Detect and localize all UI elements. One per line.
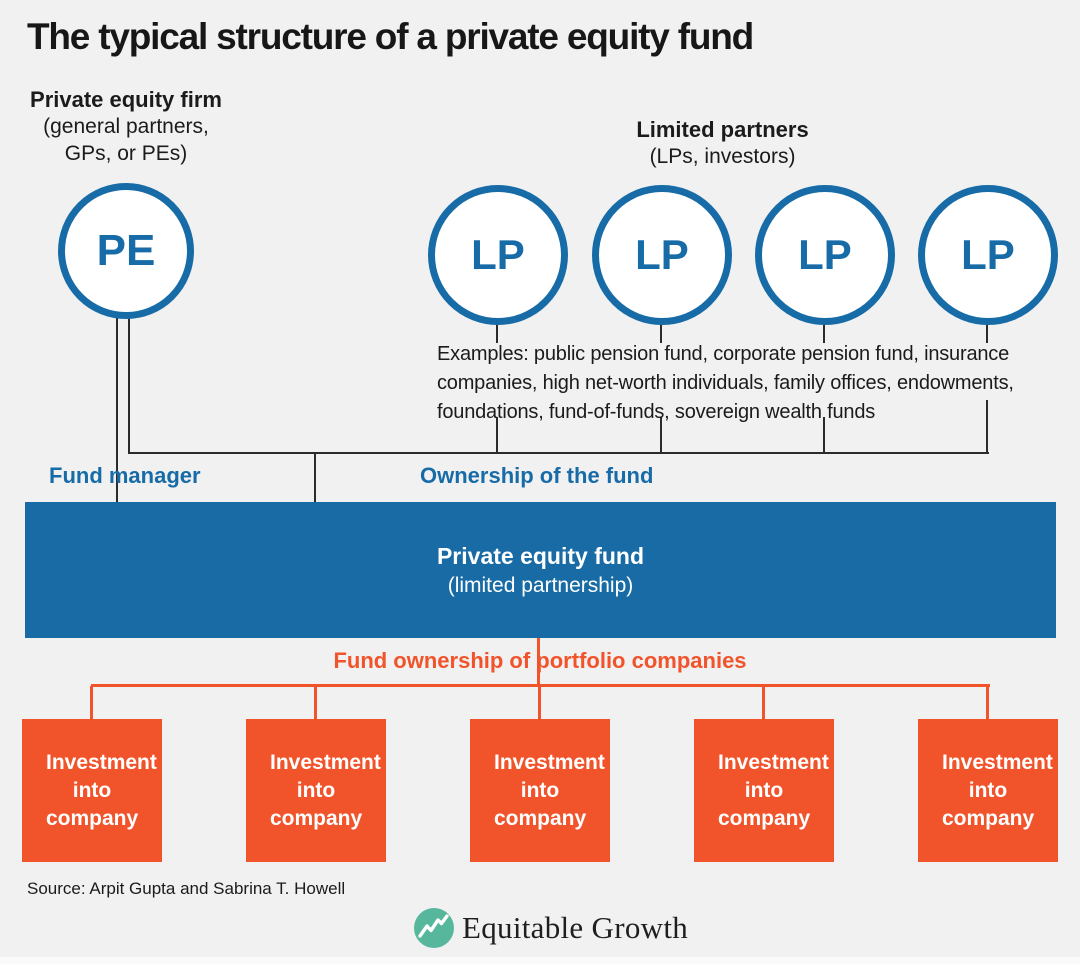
- pe-to-collector-line: [128, 318, 130, 454]
- pe-circle: PE: [58, 183, 194, 319]
- bottom-margin-strip: [0, 957, 1080, 964]
- collector-to-fundbox-line: [314, 452, 316, 502]
- lp-circle-4: LP: [918, 185, 1058, 325]
- page-title: The typical structure of a private equit…: [27, 16, 754, 57]
- source-credit: Source: Arpit Gupta and Sabrina T. Howel…: [27, 879, 346, 898]
- lp1-stub-line: [496, 320, 498, 343]
- inv1-drop-line: [90, 686, 93, 719]
- lp1-drop-line: [496, 417, 498, 454]
- investment-box-2: Investment into company: [246, 719, 386, 862]
- private-equity-fund-box: Private equity fund (limited partnership…: [25, 502, 1056, 638]
- lp-circle-3: LP: [755, 185, 895, 325]
- equitable-growth-logo: Equitable Growth: [414, 908, 688, 948]
- investment-box-label: Investment into company: [46, 750, 157, 830]
- pe-to-fundbox-line: [116, 318, 118, 504]
- investment-box-label: Investment into company: [942, 750, 1053, 830]
- lp-circle-label: LP: [798, 231, 852, 278]
- investment-box-label: Investment into company: [718, 750, 829, 830]
- investment-box-1: Investment into company: [22, 719, 162, 862]
- pe-heading-text: Private equity firm: [30, 87, 222, 112]
- lp-heading-text: Limited partners: [636, 117, 809, 142]
- inv2-drop-line: [314, 686, 317, 719]
- lp2-drop-line: [660, 417, 662, 454]
- lp3-drop-line: [823, 417, 825, 454]
- investment-box-3: Investment into company: [470, 719, 610, 862]
- lp3-stub-line: [823, 320, 825, 343]
- pe-circle-label: PE: [96, 226, 156, 275]
- investment-box-label: Investment into company: [494, 750, 605, 830]
- fund-ownership-portfolio-label: Fund ownership of portfolio companies: [333, 648, 747, 673]
- lp4-drop-line: [986, 400, 988, 454]
- ownership-collector-line: [128, 452, 989, 454]
- inv4-drop-line: [762, 686, 765, 719]
- lp-circle-1: LP: [428, 185, 568, 325]
- fund-box-title: Private equity fund: [436, 542, 645, 569]
- fundbox-to-portfolio-line: [537, 638, 540, 687]
- lp-circle-label: LP: [635, 231, 689, 278]
- investment-box-5: Investment into company: [918, 719, 1058, 862]
- fund-box-subtitle: (limited partnership): [447, 573, 634, 597]
- lp4-stub-line: [986, 320, 988, 343]
- lp2-stub-line: [660, 320, 662, 343]
- fund-manager-label: Fund manager: [49, 463, 201, 488]
- lp-circle-label: LP: [471, 231, 525, 278]
- pe-subheading-line2: GPs, or PEs): [64, 142, 188, 165]
- private-equity-firm-heading: Private equity firm (general partners, G…: [0, 86, 252, 167]
- line-chart-icon: [414, 908, 454, 948]
- logo-wordmark: Equitable Growth: [462, 910, 689, 945]
- lp-examples-text: Examples: public pension fund, corporate…: [437, 343, 1014, 423]
- limited-partners-heading: Limited partners (LPs, investors): [570, 116, 875, 170]
- inv5-drop-line: [986, 686, 989, 719]
- lp-circle-label: LP: [961, 231, 1015, 278]
- lp-circle-2: LP: [592, 185, 732, 325]
- lp-subheading: (LPs, investors): [649, 145, 796, 168]
- investment-box-4: Investment into company: [694, 719, 834, 862]
- portfolio-collector-line: [91, 684, 990, 687]
- investment-box-label: Investment into company: [270, 750, 381, 830]
- pe-subheading-line1: (general partners,: [43, 115, 209, 138]
- inv3-drop-line: [538, 686, 541, 719]
- ownership-of-fund-label: Ownership of the fund: [420, 463, 654, 488]
